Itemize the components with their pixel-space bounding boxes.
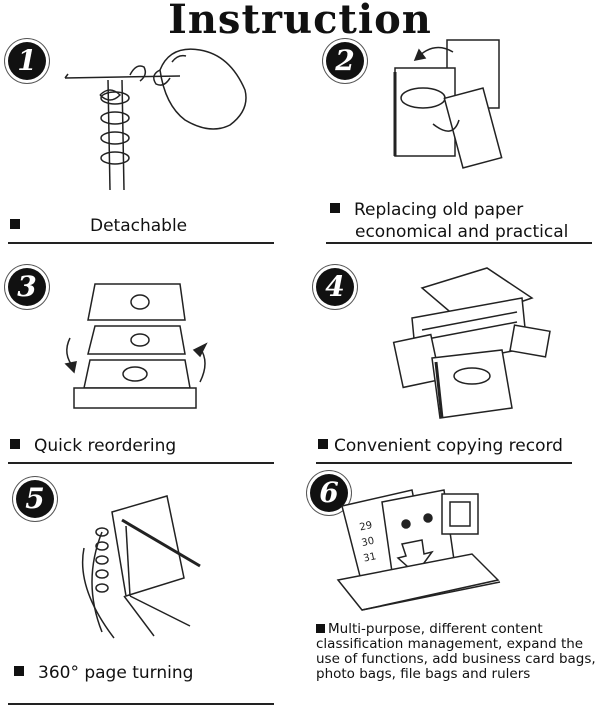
bullet-icon	[14, 666, 24, 676]
step-2-caption-line2: economical and practical	[355, 222, 568, 242]
step-1-number-badge: 1	[8, 42, 46, 80]
step-3-illustration	[60, 278, 220, 418]
step-5-illustration	[72, 492, 212, 642]
step-2-illustration	[385, 32, 515, 182]
step-1-illustration	[60, 40, 290, 190]
step-2-number-badge: 2	[326, 42, 364, 80]
step-5-caption-text: 360° page turning	[38, 663, 193, 683]
step-2-caption: Replacing old paper	[330, 200, 523, 220]
step-2-caption-line1: Replacing old paper	[354, 200, 523, 220]
step-6-caption-text: Multi-purpose, different content classif…	[316, 621, 596, 682]
step-6-illustration: 29 30 31	[332, 484, 512, 614]
bullet-icon	[330, 203, 340, 213]
step-5-divider	[8, 703, 274, 705]
bullet-icon	[10, 219, 20, 229]
step-4-caption: Convenient copying record	[318, 436, 563, 456]
step-1-divider	[8, 242, 274, 244]
step-6-caption: Multi-purpose, different content classif…	[316, 622, 596, 682]
step-1-caption-text: Detachable	[90, 216, 187, 236]
step-4-number-badge: 4	[316, 268, 354, 306]
step-5-number-badge: 5	[16, 480, 54, 518]
step-4-caption-text: Convenient copying record	[334, 436, 563, 456]
step-4-illustration	[392, 258, 562, 426]
step-3-number-badge: 3	[8, 268, 46, 306]
step-3-divider	[8, 462, 274, 464]
step-3-caption-text: Quick reordering	[34, 436, 176, 456]
step-3-caption: Quick reordering	[10, 436, 176, 456]
bullet-icon	[316, 624, 325, 633]
step-1-caption: Detachable	[10, 216, 187, 236]
step-2-divider	[326, 242, 592, 244]
step-5-caption: 360° page turning	[14, 663, 193, 683]
step-4-divider	[316, 462, 572, 464]
bullet-icon	[10, 439, 20, 449]
bullet-icon	[318, 439, 328, 449]
